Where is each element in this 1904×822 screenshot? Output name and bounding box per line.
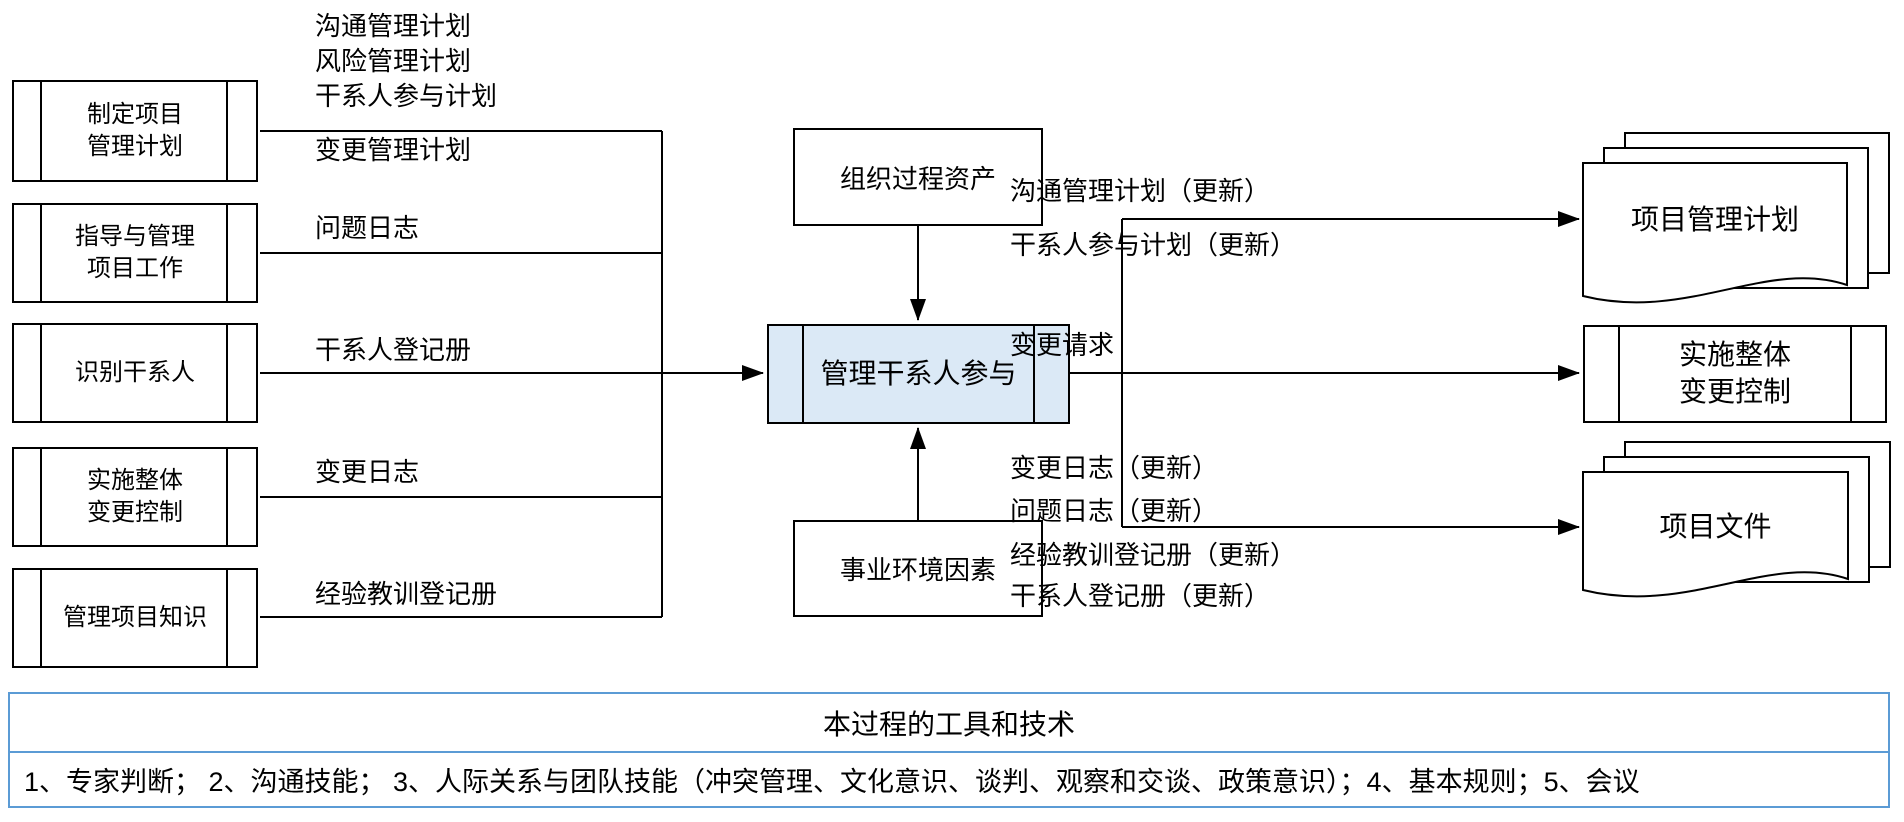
edge-label-change-requests: 变更请求 <box>1010 330 1115 360</box>
doc-sheet-front <box>1582 162 1848 304</box>
edge-label-issue-log-update: 问题日志（更新） <box>1010 496 1219 526</box>
edge-label-issue-log: 问题日志 <box>315 213 420 243</box>
document-label-project-documents: 项目文件 <box>1659 511 1772 542</box>
input-label: 组织过程资产 <box>839 163 996 194</box>
process-box-direct-and-manage-project-work: 指导与管理 项目工作 <box>12 203 258 303</box>
document-label-project-management-plan: 项目管理计划 <box>1630 204 1799 235</box>
edge-label-risk-plan: 风险管理计划 <box>315 46 472 76</box>
edge-label-lessons-learned-register-update: 经验教训登记册（更新） <box>1010 540 1297 570</box>
process-box-identify-stakeholders: 识别干系人 <box>12 323 258 423</box>
doc-sheet-front <box>1582 471 1849 598</box>
process-box-manage-stakeholder-engagement: 管理干系人参与 <box>767 324 1070 424</box>
edge-label-change-log-update: 变更日志（更新） <box>1010 453 1219 483</box>
process-box-perform-integrated-change-control-left: 实施整体 变更控制 <box>12 447 258 547</box>
edge-label-stakeholder-register: 干系人登记册 <box>315 335 472 365</box>
edge-label-change-management-plan: 变更管理计划 <box>315 135 472 165</box>
process-label: 实施整体 变更控制 <box>1678 339 1791 407</box>
process-box-manage-project-knowledge: 管理项目知识 <box>12 568 258 668</box>
process-label: 指导与管理 项目工作 <box>75 223 195 282</box>
edge-label-stakeholder-register-update: 干系人登记册（更新） <box>1010 581 1271 611</box>
input-box-enterprise-environmental-factors: 事业环境因素 <box>793 520 1043 617</box>
process-label: 实施整体 变更控制 <box>87 467 183 526</box>
input-label: 事业环境因素 <box>839 555 996 585</box>
document-stack-project-documents <box>1582 441 1891 598</box>
edge-label-lessons-learned-register: 经验教训登记册 <box>315 579 498 609</box>
tools-and-techniques-table: 本过程的工具和技术 1、专家判断； 2、沟通技能； 3、人际关系与团队技能（冲突… <box>8 692 1890 808</box>
input-box-organizational-process-assets: 组织过程资产 <box>793 128 1043 226</box>
edge-label-stakeholder-engagement-plan: 干系人参与计划 <box>315 81 498 111</box>
process-label: 识别干系人 <box>75 359 195 387</box>
process-box-perform-integrated-change-control-right: 实施整体 变更控制 <box>1583 325 1887 423</box>
document-stack-project-management-plan <box>1582 132 1890 304</box>
process-label: 管理干系人参与 <box>820 357 1017 389</box>
edge-label-communications-plan: 沟通管理计划 <box>315 11 472 41</box>
tools-table-header: 本过程的工具和技术 <box>10 694 1888 753</box>
process-box-develop-project-management-plan: 制定项目 管理计划 <box>12 80 258 182</box>
process-label: 管理项目知识 <box>63 604 207 632</box>
edge-label-change-log: 变更日志 <box>315 457 420 487</box>
process-label: 制定项目 管理计划 <box>87 101 183 160</box>
edge-label-stakeholder-engagement-plan-update: 干系人参与计划（更新） <box>1010 230 1297 260</box>
edge-label-communications-plan-update: 沟通管理计划（更新） <box>1010 176 1271 206</box>
tools-table-content: 1、专家判断； 2、沟通技能； 3、人际关系与团队技能（冲突管理、文化意识、谈判… <box>24 767 1640 797</box>
